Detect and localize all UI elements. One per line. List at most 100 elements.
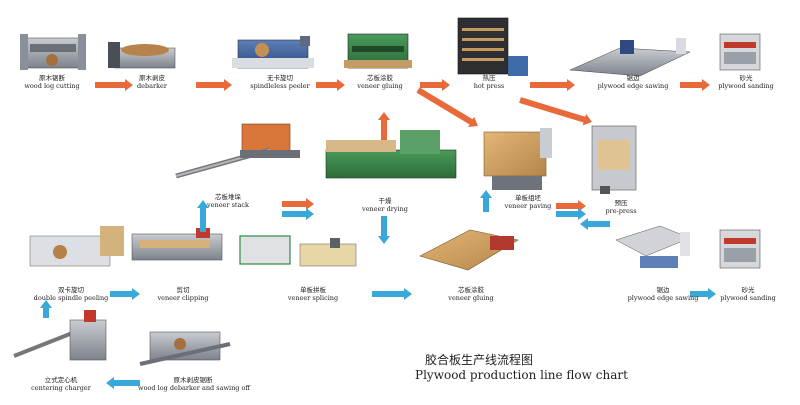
arrow-paving-to-prepress: [556, 200, 586, 212]
node-label-zh: 单板组坯: [515, 194, 541, 202]
flow-arrows: [40, 79, 716, 389]
node-label-en: debarker: [136, 81, 168, 90]
veneer-splicing-machine-image: [239, 235, 357, 267]
node-label-zh: 热压: [482, 74, 496, 82]
arrow-edgesawing-to-sanding: [680, 79, 710, 91]
arrow-gluing-to-paving-up: [480, 190, 492, 212]
node-label-zh: 芯板堆垛: [215, 193, 241, 201]
node-label-zh: 芯板涂胶: [367, 74, 393, 82]
sanding-top-machine-image: [719, 33, 761, 71]
chart-title-zh: 胶合板生产线流程图: [425, 353, 534, 367]
node-label-en: veneer gluing: [448, 293, 494, 302]
arrow-splicing-to-gluing: [372, 288, 412, 300]
arrow-hotpress-to-edgesawing: [530, 79, 575, 91]
double-spindle-peeling-machine-image: [29, 226, 124, 267]
node-label-en: hot press: [473, 81, 505, 90]
node-label-zh: 预压: [614, 199, 628, 207]
arrow-edgesawing-to-sanding-bottom: [690, 288, 716, 300]
spindleless-peeler-machine-image: [232, 36, 314, 69]
arrow-centering-to-double: [40, 300, 52, 318]
node-label-en: spindleless peeler: [250, 81, 310, 90]
veneer-paving-machine-image: [483, 128, 552, 190]
edge-sawing-top-machine-image: [569, 38, 691, 77]
arrow-stack-to-drying-1: [282, 198, 314, 210]
arrow-debarker-to-centering: [106, 377, 140, 389]
node-label-en: pre-press: [605, 206, 637, 215]
arrow-paving-to-prepress-2: [556, 208, 586, 220]
arrow-hotpress-to-prepress: [519, 97, 592, 126]
node-label-en: veneer gluing: [357, 81, 403, 90]
node-label-zh: 芯板涂胶: [458, 286, 484, 294]
pre-press-machine-image: [591, 125, 637, 194]
node-label-en: plywood edge sawing: [597, 81, 669, 90]
arrow-gluing-to-hotpress: [420, 79, 450, 91]
node-label-zh: 砂光: [739, 74, 753, 82]
node-label-en: plywood sanding: [720, 293, 776, 302]
node-label-en: plywood edge sawing: [627, 293, 699, 302]
arrow-debarker-to-peeler: [196, 79, 232, 91]
arrow-log-cutting-to-debarker: [95, 79, 133, 91]
node-label-en: double spindle peeling: [33, 293, 109, 302]
arrow-drying-to-splicing: [378, 216, 390, 244]
node-label-zh: 剪切: [176, 286, 190, 294]
node-label-en: plywood sanding: [718, 81, 774, 90]
arrow-peeler-to-gluing: [316, 79, 345, 91]
node-label-en: veneer drying: [362, 204, 408, 213]
node-label-en: veneer paving: [504, 201, 552, 210]
node-label-zh: 锯边: [656, 286, 670, 294]
veneer-gluing-top-machine-image: [344, 33, 412, 69]
node-label-zh: 原木剥皮锯断: [173, 376, 213, 384]
arrow-stack-to-drying-2: [282, 208, 314, 220]
hot-press-machine-image: [457, 17, 528, 76]
wood-log-cutting-machine-image: [20, 34, 86, 70]
node-label-zh: 砂光: [741, 286, 755, 294]
debarker-machine-image: [108, 42, 176, 69]
arrow-drying-to-gluing: [378, 112, 390, 140]
node-label-en: veneer splicing: [287, 293, 339, 302]
node-label-zh: 无卡旋切: [267, 74, 293, 82]
veneer-gluing-mid-machine-image: [419, 229, 519, 271]
veneer-clipping-machine-image: [131, 228, 223, 261]
node-label-en: veneer clipping: [157, 293, 209, 302]
arrow-double-to-clipping: [110, 288, 140, 300]
node-label-zh: 原木锯断: [39, 74, 65, 82]
arrow-prepress-return: [580, 218, 610, 230]
node-label-zh: 双卡旋切: [58, 286, 84, 294]
node-label-en: centering charger: [31, 383, 91, 392]
veneer-stack-machine-image: [175, 123, 300, 179]
arrow-gluing-to-paving: [416, 87, 478, 127]
node-label-zh: 原木剥皮: [139, 74, 165, 82]
centering-charger-machine-image: [13, 310, 107, 361]
node-label-en: veneer stack: [207, 200, 249, 209]
debarker-sawing-machine-image: [139, 331, 231, 366]
node-label-en: wood log debarker and sawing off: [138, 383, 251, 392]
sanding-bottom-machine-image: [719, 229, 761, 269]
node-label-zh: 单板拼板: [300, 286, 326, 294]
veneer-drying-machine-image: [325, 130, 457, 179]
edge-sawing-bottom-machine-image: [615, 225, 691, 268]
chart-title-en: Plywood production line flow chart: [415, 368, 628, 382]
node-label-en: wood log cutting: [24, 81, 80, 90]
node-label-zh: 锯边: [626, 74, 640, 82]
node-label-zh: 干燥: [378, 197, 392, 205]
